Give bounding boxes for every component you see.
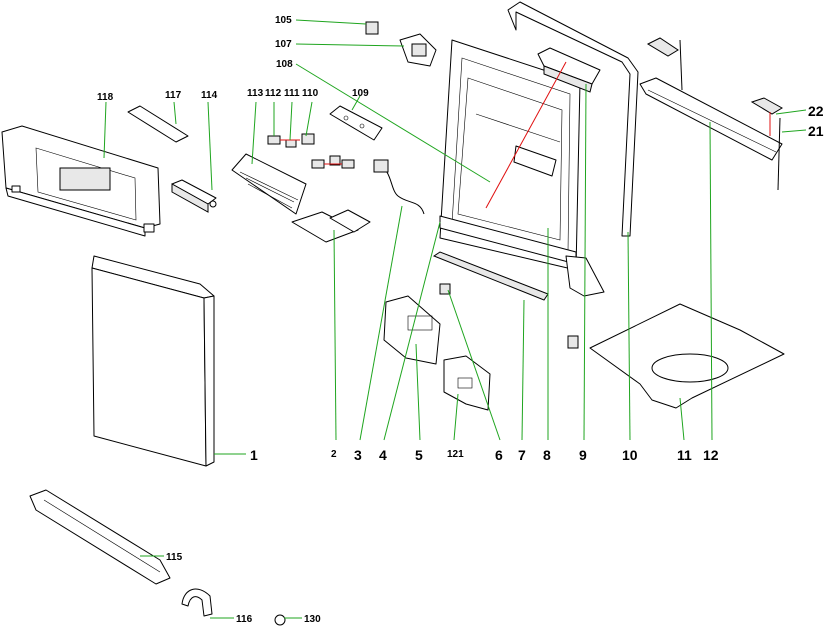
part-control-panel-housing [1,125,161,237]
part-spring-22 [750,97,783,136]
part-spring-upper-left [646,37,683,91]
callout-117: 117 [165,90,182,101]
part-hook-bracket [181,588,213,617]
part-inner-door [439,39,581,271]
callout-108: 108 [276,59,293,70]
part-lower-bracket [291,209,371,243]
callout-114: 114 [201,90,218,101]
part-roller [274,614,286,626]
callout-22: 22 [808,103,824,119]
callout-10: 10 [622,447,638,463]
part-control-board-bracket [231,153,307,215]
callout-4: 4 [379,447,387,463]
callout-110: 110 [302,88,319,99]
callout-1: 1 [250,447,258,463]
red-wire-dispenser [485,61,567,209]
part-display-board [329,105,383,141]
callout-6: 6 [495,447,503,463]
callout-11: 11 [677,447,692,463]
part-insulation-plate-lower [443,355,491,411]
callout-109: 109 [352,88,369,99]
part-switch-row-upper [267,133,315,148]
part-spring-21 [777,117,781,191]
callout-21: 21 [808,123,824,139]
part-clip-lower [567,335,579,349]
callout-111: 111 [284,88,300,99]
part-clip-upper [439,283,451,295]
part-kick-plate [29,489,171,585]
leader-lines [103,19,807,619]
part-door-gasket [507,1,639,237]
part-cable [377,165,425,215]
callout-107: 107 [275,39,292,50]
part-outer-door-panel [91,255,215,467]
part-top-rail [639,77,783,161]
part-bottom-insulation-sheet [589,303,785,409]
callout-12: 12 [703,447,719,463]
part-small-module [171,179,217,213]
callout-9: 9 [579,447,587,463]
callout-112: 112 [265,88,282,99]
part-cable-connector [373,159,389,173]
callout-115: 115 [166,552,183,563]
callout-3: 3 [354,447,362,463]
part-panel-strip [127,105,189,143]
part-switch-row-lower [311,155,355,169]
part-door-lock [399,33,437,67]
callout-2: 2 [331,449,337,460]
callout-116: 116 [236,614,253,625]
callout-121: 121 [447,449,464,460]
callout-118: 118 [97,92,114,103]
callout-5: 5 [415,447,423,463]
callout-130: 130 [304,614,321,625]
callout-7: 7 [518,447,526,463]
part-door-latch-small [365,21,379,35]
callout-105: 105 [275,15,292,26]
part-detergent-dispenser [537,47,601,93]
callout-8: 8 [543,447,551,463]
callout-113: 113 [247,88,264,99]
